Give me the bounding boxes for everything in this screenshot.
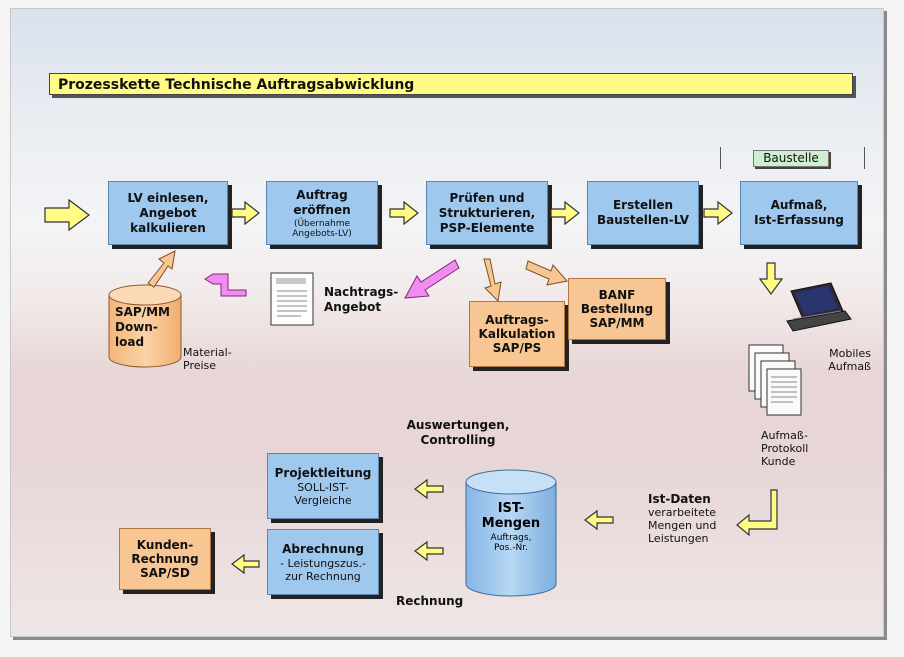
arrow-down-aufmass	[758, 262, 784, 296]
step-pruefen-strukturieren: Prüfen und Strukturieren, PSP-Elemente	[426, 181, 548, 245]
step-aufmass: Aufmaß, Ist-Erfassung	[740, 181, 858, 245]
mobiles-aufmass-label: Mobiles Aufmaß	[828, 347, 871, 373]
kunden-rechnung-box: Kunden- Rechnung SAP/SD	[119, 528, 211, 590]
step-aufmass-title: Aufmaß, Ist-Erfassung	[754, 198, 844, 227]
nachtrags-angebot-label: Nachtrags- Angebot	[324, 285, 399, 314]
arrow-return	[736, 489, 778, 537]
sap-mm-download-cylinder	[108, 284, 182, 368]
banf-box: BANF Bestellung SAP/MM	[568, 278, 666, 340]
arrow-start	[44, 198, 90, 232]
aufmass-protokoll-label: Aufmaß- Protokoll Kunde	[761, 429, 809, 468]
slide: Prozesskette Technische Auftragsabwicklu…	[10, 8, 884, 637]
abrechnung-title: Abrechnung	[282, 541, 364, 556]
arrow-to-kalkulation	[483, 258, 502, 303]
step-auftrag-eroeffnen-subtitle: (Übernahme Angebots-LV)	[292, 218, 352, 239]
laptop-icon	[786, 282, 852, 332]
step-baustellen-lv: Erstellen Baustellen-LV	[587, 181, 699, 245]
baustelle-divider-right	[864, 147, 865, 169]
main-flow-arrows	[44, 198, 733, 232]
abrechnung-box: Abrechnung - Leistungszus.- zur Rechnung	[267, 529, 379, 595]
branch-arrows	[147, 250, 568, 303]
ist-mengen-cylinder	[465, 469, 557, 597]
ist-mengen-label: IST- Mengen Auftrags, Pos.-Nr.	[466, 501, 556, 553]
auftrags-kalkulation-box: Auftrags- Kalkulation SAP/PS	[469, 301, 565, 367]
step-lv-einlesen: LV einlesen, Angebot kalkulieren	[108, 181, 228, 245]
step-auftrag-eroeffnen-title: Auftrag eröffnen	[293, 187, 351, 217]
ist-mengen-subtitle: Auftrags, Pos.-Nr.	[490, 533, 532, 553]
step-baustellen-lv-title: Erstellen Baustellen-LV	[597, 198, 689, 227]
arrow-nachtrag	[404, 259, 460, 299]
abrechnung-text: - Leistungszus.- zur Rechnung	[280, 556, 366, 583]
step-auftrag-eroeffnen: Auftrag eröffnen (Übernahme Angebots-LV)	[266, 181, 378, 245]
projektleitung-title: Projektleitung	[274, 465, 372, 480]
baustelle-tag: Baustelle	[753, 150, 829, 167]
magenta-arrows	[204, 259, 460, 299]
step-pruefen-strukturieren-title: Prüfen und Strukturieren, PSP-Elemente	[438, 190, 536, 235]
arrow-back-left	[204, 273, 247, 297]
aufmass-protokoll-documents	[748, 344, 802, 416]
ist-daten-label: Ist-Daten verarbeitete Mengen und Leistu…	[648, 492, 717, 546]
ist-daten-text: verarbeitete Mengen und Leistungen	[648, 506, 717, 545]
sap-mm-download-label: SAP/MM Down- load	[115, 305, 170, 349]
bottom-left-arrows	[231, 478, 614, 575]
diagram-title: Prozesskette Technische Auftragsabwicklu…	[49, 73, 853, 95]
diagram-graphics	[44, 198, 852, 597]
material-preise-label: Material- Preise	[183, 346, 232, 372]
auswertungen-label: Auswertungen, Controlling	[406, 418, 510, 447]
ist-mengen-title: IST- Mengen	[481, 501, 541, 531]
projektleitung-box: Projektleitung SOLL-IST- Vergleiche	[267, 453, 379, 519]
nachtrags-document	[270, 272, 314, 326]
rechnung-label: Rechnung	[396, 594, 464, 608]
arrow-sap-up	[147, 250, 176, 288]
baustelle-divider-left	[720, 147, 721, 169]
projektleitung-text: SOLL-IST- Vergleiche	[294, 480, 352, 507]
step-lv-einlesen-title: LV einlesen, Angebot kalkulieren	[127, 190, 209, 235]
arrow-to-banf	[525, 260, 568, 286]
ist-daten-title: Ist-Daten	[648, 492, 711, 506]
